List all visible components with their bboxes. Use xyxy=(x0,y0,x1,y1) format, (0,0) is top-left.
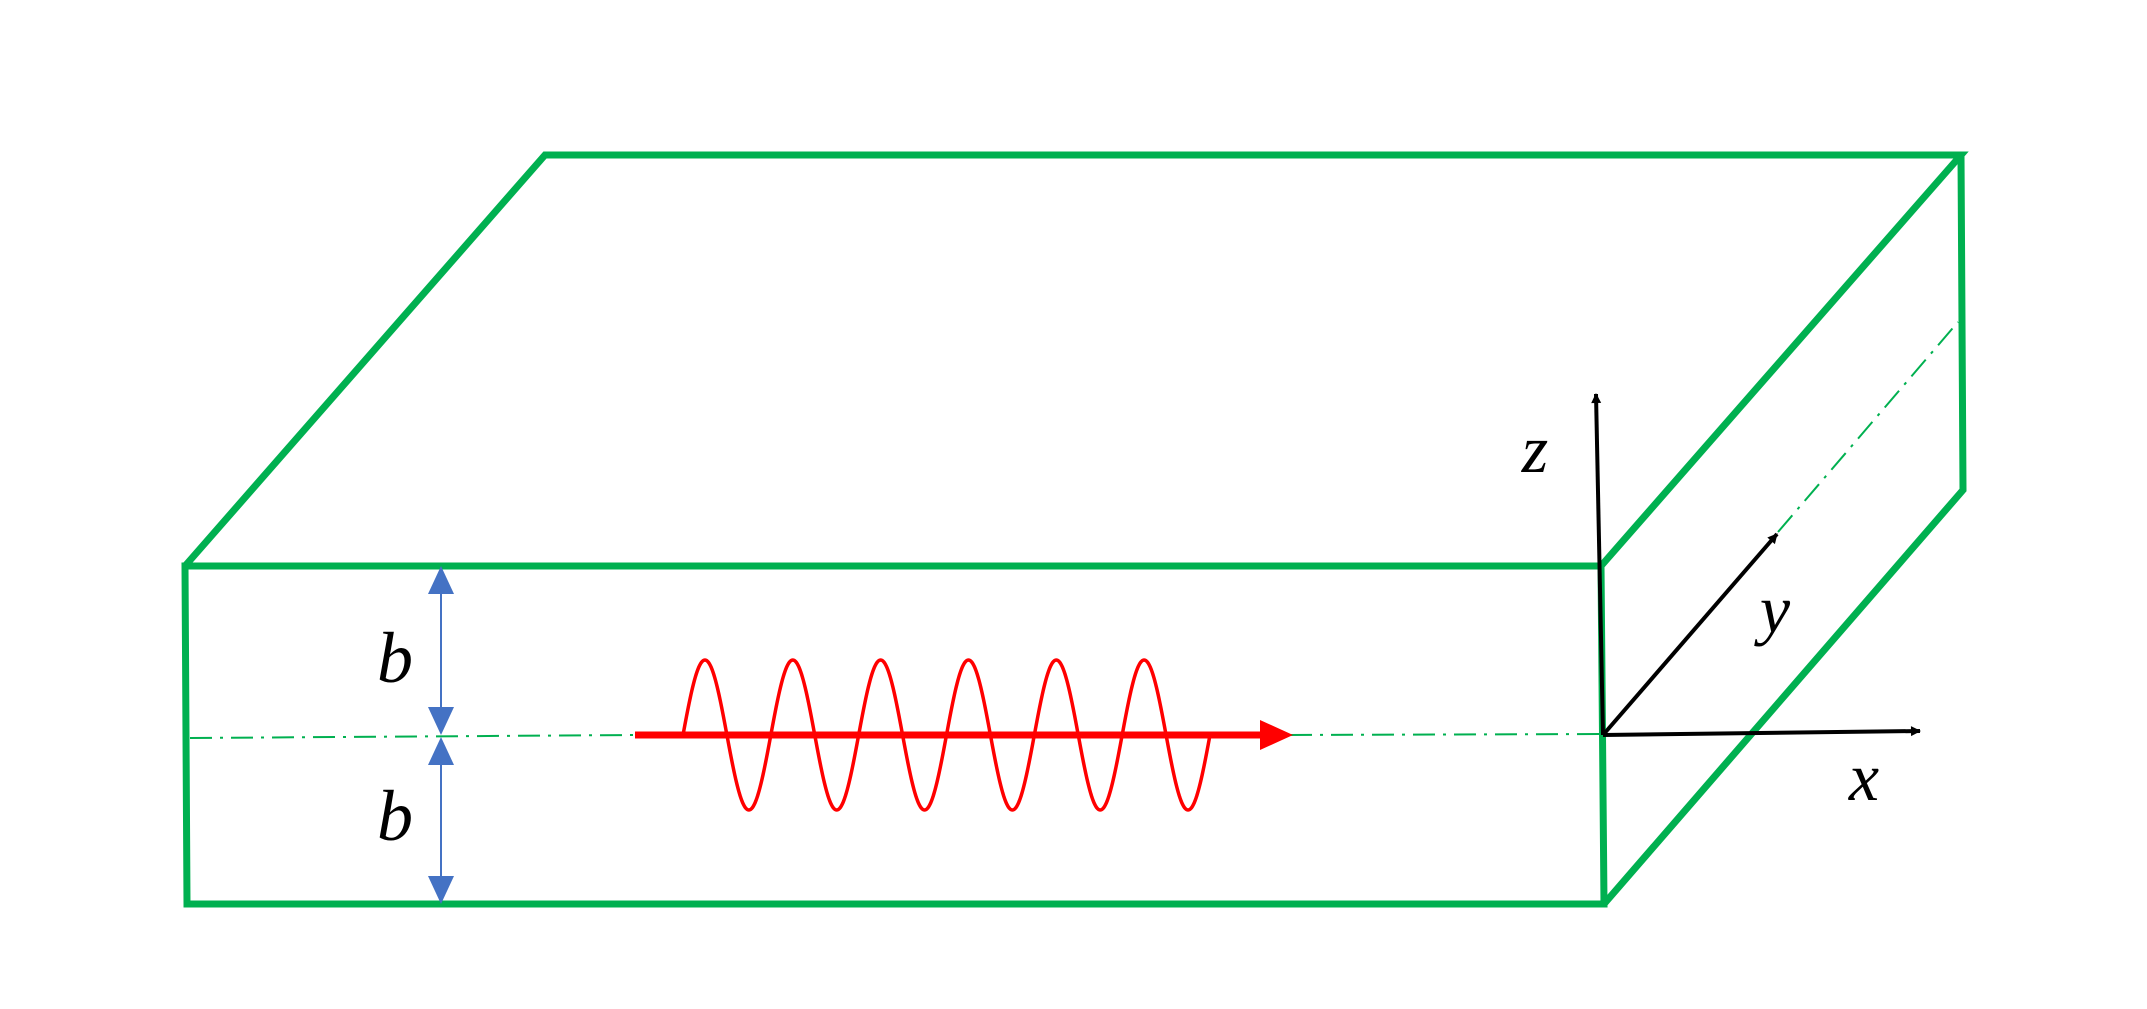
dimension-arrowhead-bottom xyxy=(428,876,454,904)
midplane-front-left xyxy=(189,734,636,739)
label-axis-y: y xyxy=(1754,571,1791,647)
slab-top-face xyxy=(182,151,1969,569)
propagating-wave xyxy=(635,658,1293,812)
label-b-lower: b xyxy=(377,776,413,856)
y-axis xyxy=(1601,532,1779,737)
z-axis xyxy=(1591,393,1605,736)
label-axis-z: z xyxy=(1521,411,1548,487)
coordinate-axes xyxy=(1591,393,1921,737)
label-b-upper: b xyxy=(377,618,413,698)
dimension-arrowhead-mid-down xyxy=(428,707,454,735)
dimension-arrowhead-mid-up xyxy=(428,737,454,765)
x-axis xyxy=(1602,726,1921,737)
midplane-right-face xyxy=(1777,321,1959,533)
midplane xyxy=(189,321,1959,739)
midplane-front-right xyxy=(1289,733,1603,736)
thickness-dimension xyxy=(428,566,454,904)
label-axis-x: x xyxy=(1848,739,1879,815)
slab-right-face xyxy=(1601,154,1967,907)
propagation-arrowhead xyxy=(1260,720,1293,750)
slab-box xyxy=(181,151,1969,908)
dimension-arrowhead-top xyxy=(428,566,454,594)
